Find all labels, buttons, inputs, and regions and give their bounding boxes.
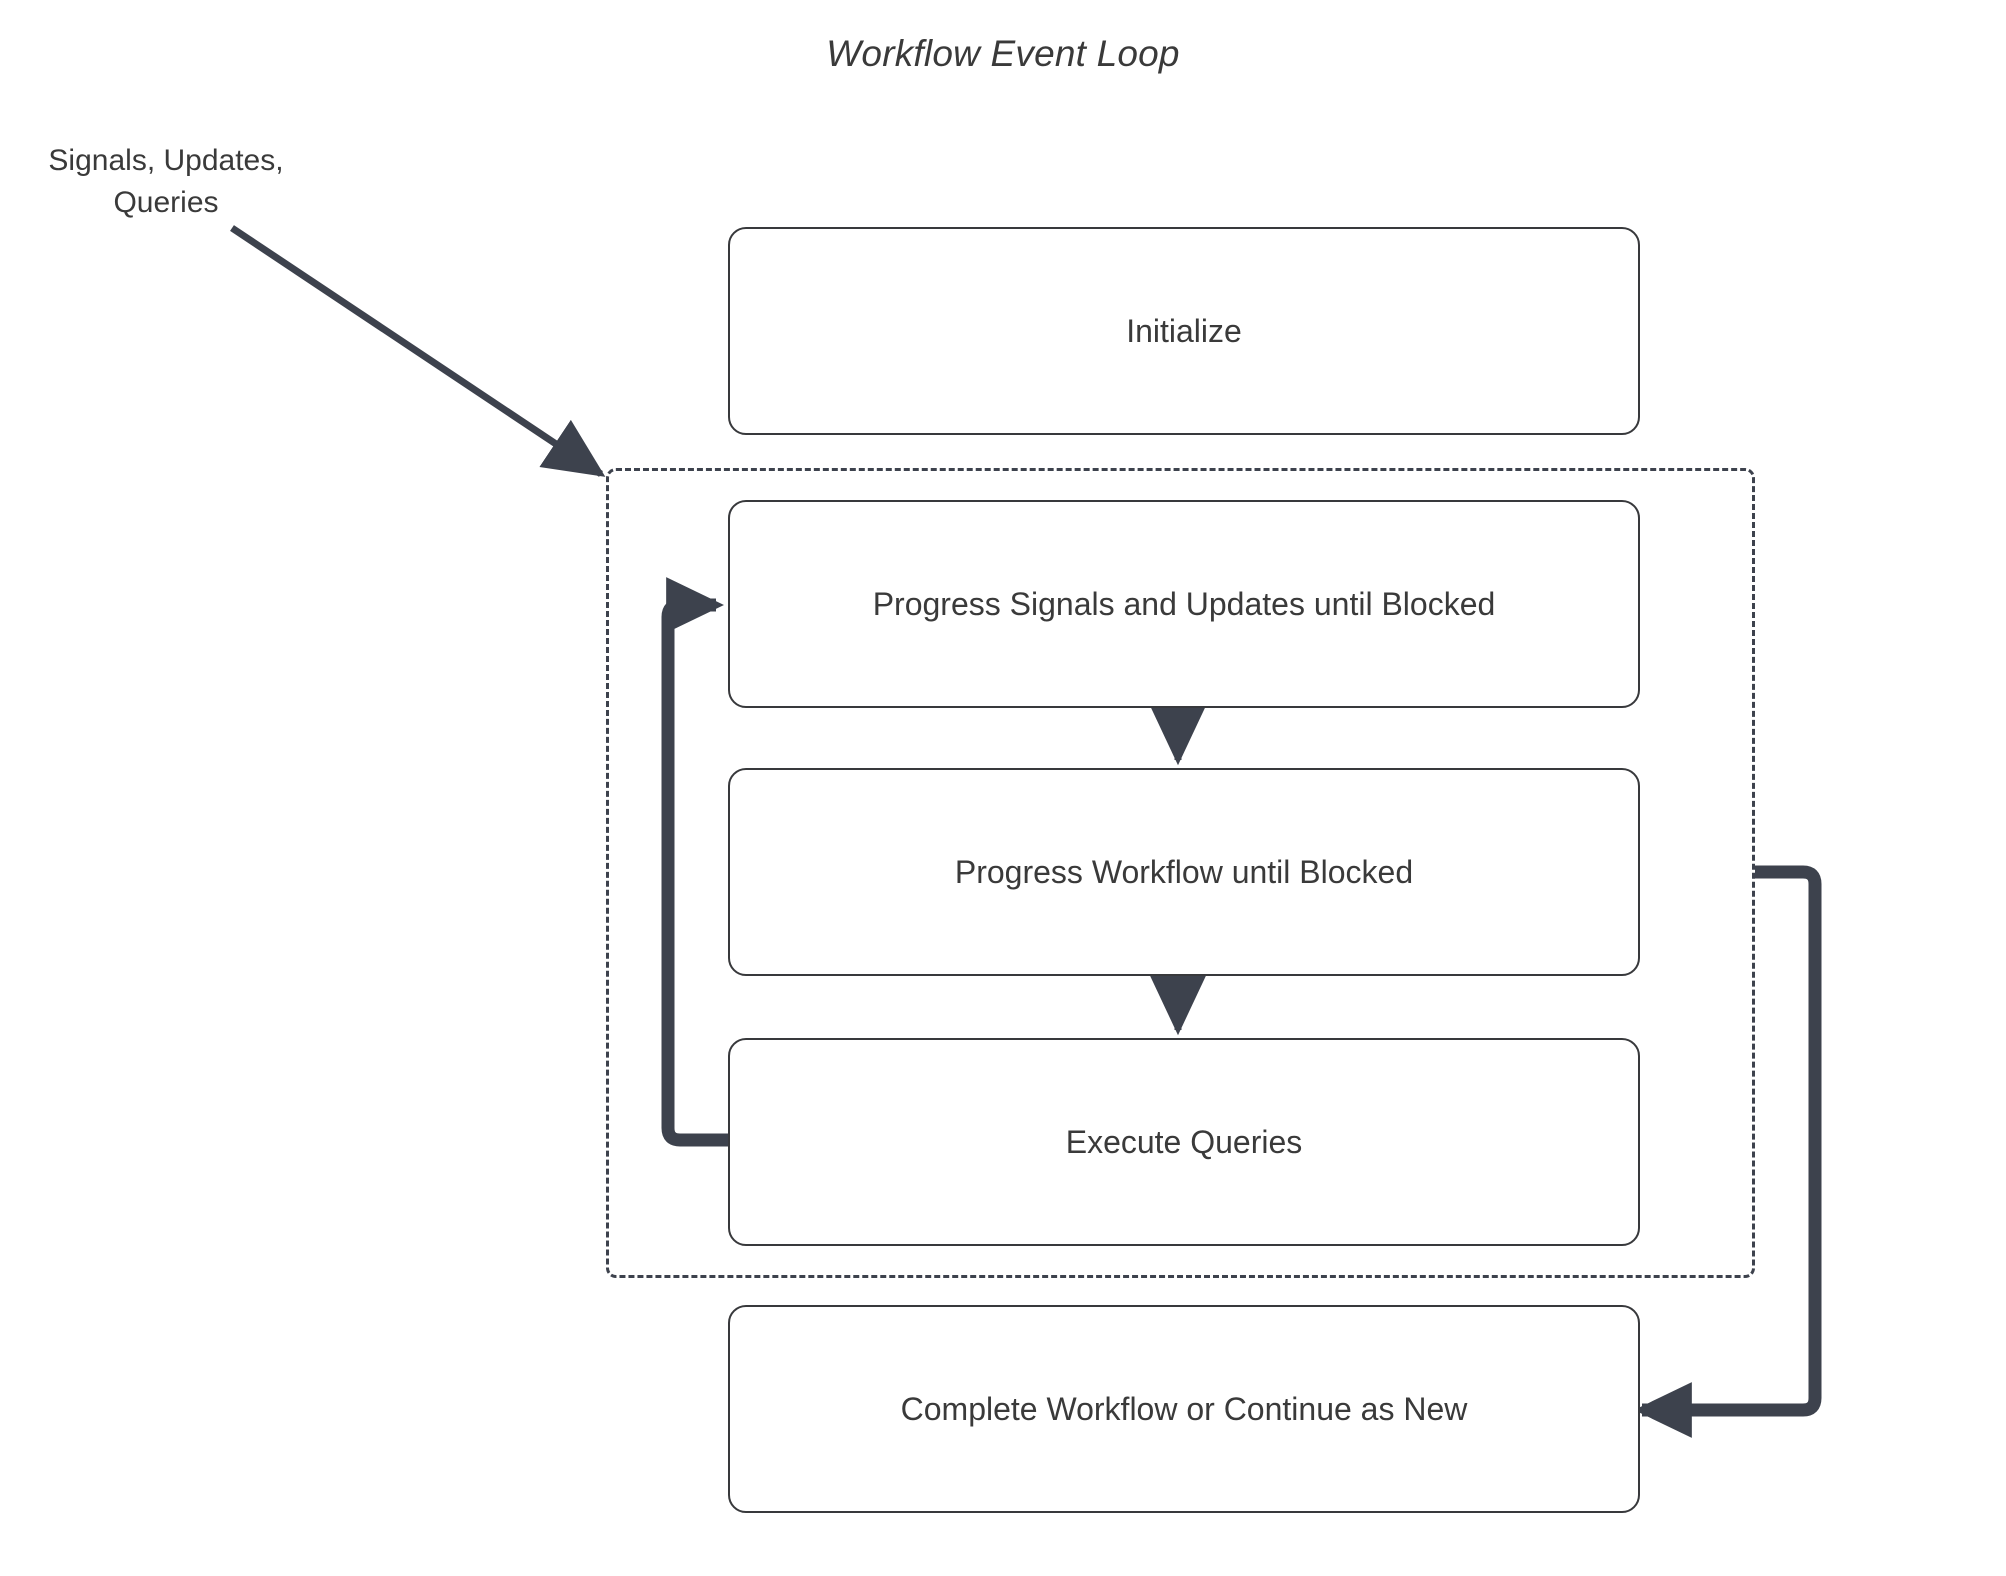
external-input-label-line-1: Signals, Updates, [48,144,284,177]
external-input-label-line-2: Queries [113,186,219,219]
external-input-label: Signals, Updates, Queries [22,140,310,224]
node-progress-workflow-label: Progress Workflow until Blocked [954,854,1414,890]
edge-external-to-group [230,225,606,477]
node-execute-queries[interactable]: Execute Queries [728,1038,1640,1246]
node-complete-label: Complete Workflow or Continue as New [900,1391,1468,1427]
node-initialize[interactable]: Initialize [728,227,1640,435]
event-loop-group-container [606,468,1755,1278]
node-initialize-label: Initialize [1126,313,1242,349]
node-execute-queries-label: Execute Queries [1065,1124,1303,1160]
node-progress-workflow[interactable]: Progress Workflow until Blocked [728,768,1640,976]
node-progress-signals-label: Progress Signals and Updates until Block… [872,586,1496,622]
diagram-title: Workflow Event Loop [826,33,1180,74]
node-complete[interactable]: Complete Workflow or Continue as New [728,1305,1640,1513]
node-progress-signals[interactable]: Progress Signals and Updates until Block… [728,500,1640,708]
